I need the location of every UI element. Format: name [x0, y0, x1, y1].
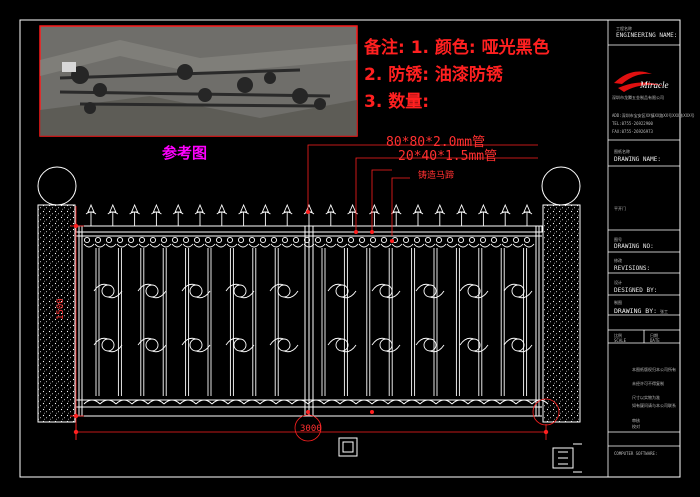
pillar-cap-left [37, 166, 77, 206]
tb-scale-cn: 比例 [614, 333, 622, 338]
callout-cast: 铸造马蹄 [418, 171, 455, 181]
reference-image-label: 参考图 [162, 144, 208, 162]
note-line-1: 备注: 1. 颜色: 哑光黑色 [364, 38, 550, 58]
note-line-2: 2. 防锈: 油漆防锈 [364, 65, 503, 85]
tb-drawing-by-cn: 制图 [614, 300, 622, 305]
tb-fax: FAX:0755-26926973 [612, 129, 653, 134]
reference-photo [39, 25, 358, 137]
tb-revisions-cn: 修改 [614, 258, 622, 263]
title-block-lines [607, 20, 680, 477]
company-logo: Miracle [614, 71, 669, 92]
pillar-right [542, 204, 581, 423]
tb-date-cn: 日期 [650, 333, 658, 338]
dimension-markers [73, 210, 549, 435]
drawing-frame [19, 19, 681, 478]
pillar-cap-right [541, 166, 581, 206]
tb-drawing-by-value: 张工 [660, 309, 668, 314]
tb-note-3: 尺寸以实物为准 [632, 395, 660, 400]
gate-pattern [83, 203, 549, 405]
callout-tube-80x80: 80*80*2.0mm管 [386, 135, 486, 150]
callout-tube-20x40: 20*40*1.5mm管 [398, 149, 498, 164]
tb-drawing-no: DRAWING NO: [614, 243, 654, 250]
tb-approved-cn: 审核 [632, 418, 640, 423]
pillar-left [37, 204, 76, 423]
tb-note-1: 本图纸版权归本公司所有 [632, 367, 676, 372]
tb-designed: DESIGNED BY: [614, 287, 658, 294]
note-line-3: 3. 数量: [364, 92, 430, 112]
tb-footer: COMPUTER SOFTWARE: [614, 451, 658, 456]
dimension-lines [70, 144, 560, 442]
tb-engineering-name: ENGINEERING NAME: [616, 32, 678, 39]
tb-company-name: 深圳市龙腾五金制品有限公司 [612, 95, 664, 100]
tb-revisions: REVISIONS: [614, 265, 651, 272]
tb-note-2: 未经许可不得复制 [632, 381, 664, 386]
tb-checked-cn: 校对 [632, 424, 640, 429]
tb-scale: SCALE [614, 338, 627, 343]
tb-address: ADD:深圳市宝安区XX镇XX路XX号XXX栋XXX号 [612, 113, 695, 118]
tb-drawing-by: DRAWING BY: [614, 307, 658, 315]
gate-frame [75, 225, 543, 417]
tb-note-4: 如有疑问请与本公司联系 [632, 403, 676, 408]
tb-drawing-name-cn: 图纸名称 [614, 149, 630, 154]
svg-text:Miracle: Miracle [639, 80, 669, 90]
tb-tel: TEL:0755-26922900 [612, 121, 653, 126]
tb-designed-cn: 设计 [614, 280, 622, 285]
dimension-width: 3000 [300, 424, 322, 434]
tb-drawing-name-value: 平开门 [614, 206, 626, 211]
tb-date: DATE [650, 338, 660, 343]
tb-engineering-name-cn: 工程名称 [616, 26, 632, 31]
dimension-height: 1500 [56, 298, 66, 320]
tb-drawing-no-cn: 图号 [614, 237, 622, 242]
tb-drawing-name: DRAWING NAME: [614, 156, 661, 163]
detail-symbols [338, 437, 582, 473]
